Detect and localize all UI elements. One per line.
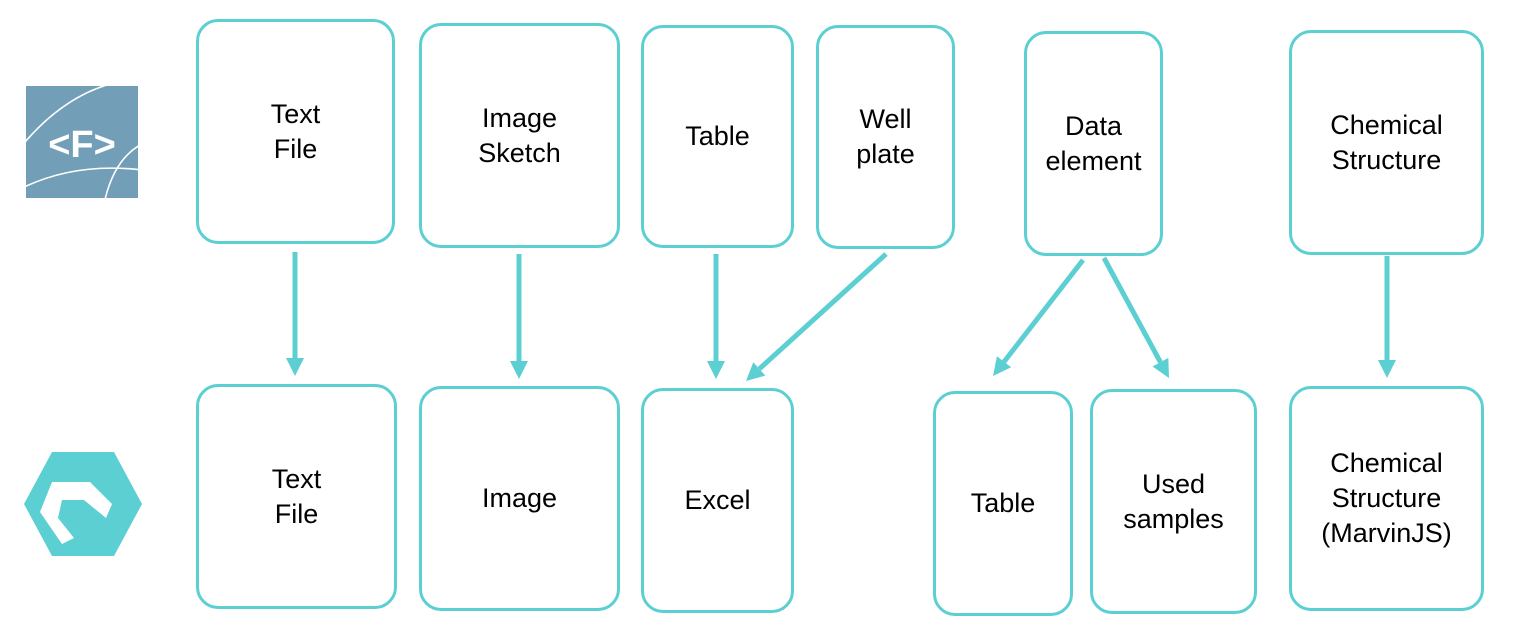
- target-excel-label: Excel: [684, 485, 751, 515]
- arrow-well-plate-to-excel: [746, 252, 888, 381]
- target-logo-inner: [40, 482, 112, 544]
- source-chemical-structure-box: Chemical Structure: [1289, 30, 1484, 255]
- source-data-element-box: Data element: [1024, 31, 1163, 256]
- source-chemical-structure-label: Chemical Structure: [1330, 109, 1443, 175]
- arrow-image-sketch-to-image: [510, 254, 528, 379]
- arrow-head: [993, 356, 1012, 376]
- source-logo-curve-right: [104, 145, 138, 198]
- source-image-sketch-box: Image Sketch: [419, 23, 620, 248]
- target-used-samples-box: Used samples: [1090, 389, 1257, 614]
- source-logo-text: <F>: [48, 124, 116, 166]
- source-text-file-box: Text File: [196, 19, 395, 244]
- arrow-shaft: [1101, 256, 1163, 364]
- arrow-head: [746, 362, 766, 381]
- arrow-shaft: [757, 252, 888, 371]
- arrow-data-element-to-used-samples: [1101, 256, 1169, 378]
- source-data-element-label: Data element: [1045, 110, 1142, 176]
- source-table-box: Table: [641, 25, 794, 248]
- source-text-file-label: Text File: [270, 98, 321, 164]
- target-text-file-label: Text File: [271, 463, 322, 529]
- arrow-shaft: [1002, 258, 1085, 364]
- target-excel-box: Excel: [641, 388, 794, 613]
- target-chemical-structure-marvinjs-box: Chemical Structure (MarvinJS): [1289, 386, 1484, 611]
- target-used-samples-label: Used samples: [1123, 468, 1224, 534]
- target-table-box: Table: [933, 391, 1073, 616]
- arrow-table-to-excel: [707, 254, 725, 379]
- source-table-label: Table: [685, 121, 750, 151]
- source-well-plate-box: Well plate: [816, 25, 955, 249]
- target-table-label: Table: [970, 488, 1036, 518]
- hexagon-chevron-logo-icon: [24, 452, 142, 556]
- arrow-text-file-to-text-file: [286, 252, 304, 376]
- arrow-head: [286, 358, 304, 376]
- arrow-head: [1152, 357, 1169, 378]
- target-image-box: Image: [419, 386, 620, 611]
- target-image-label: Image: [481, 483, 558, 513]
- target-chemical-structure-marvinjs-label: Chemical Structure (MarvinJS): [1321, 448, 1452, 548]
- source-image-sketch-label: Image Sketch: [478, 102, 561, 168]
- arrow-head: [707, 361, 725, 379]
- source-logo: <F>: [26, 86, 138, 198]
- source-logo-curve-bottom: [26, 167, 138, 188]
- arrow-chemical-structure-to-chemical-structure-marvinjs: [1378, 256, 1396, 378]
- arrow-head: [1378, 360, 1396, 378]
- arrow-data-element-to-table: [993, 258, 1085, 376]
- arrow-head: [510, 361, 528, 379]
- target-text-file-box: Text File: [196, 384, 397, 609]
- source-well-plate-label: Well plate: [856, 104, 915, 169]
- source-logo-curve-top: [26, 86, 107, 143]
